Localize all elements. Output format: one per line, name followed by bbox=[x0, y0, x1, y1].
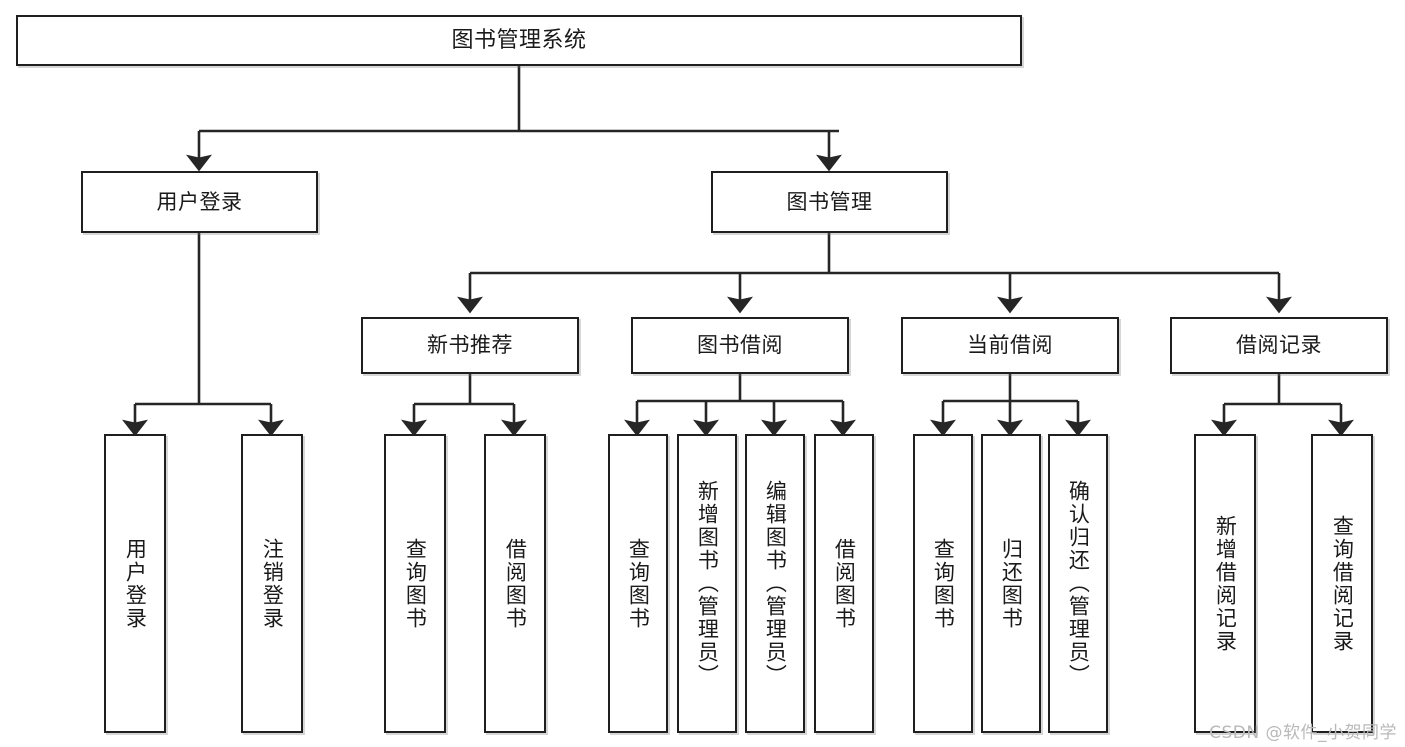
node-label: 查询图书 bbox=[931, 537, 956, 630]
node-root-book-management-system[interactable]: 图书管理系统 bbox=[16, 15, 1022, 66]
node-label: 图书借阅 bbox=[697, 333, 783, 358]
node-label: 确认归还（管理员） bbox=[1066, 480, 1091, 687]
csdn-watermark: CSDN @软件_小贺同学 bbox=[1209, 723, 1397, 743]
node-leaf-borrow-book-1[interactable]: 借阅图书 bbox=[484, 434, 546, 733]
node-new-book-recommend[interactable]: 新书推荐 bbox=[361, 317, 579, 374]
node-label: 图书管理系统 bbox=[451, 27, 587, 53]
node-label: 查询图书 bbox=[626, 537, 651, 630]
node-current-borrow[interactable]: 当前借阅 bbox=[901, 317, 1119, 374]
node-label: 新增借阅记录 bbox=[1213, 514, 1238, 653]
node-book-manage[interactable]: 图书管理 bbox=[711, 171, 948, 233]
node-label: 用户登录 bbox=[156, 189, 243, 214]
node-leaf-query-record[interactable]: 查询借阅记录 bbox=[1311, 434, 1373, 733]
node-leaf-edit-book[interactable]: 编辑图书（管理员） bbox=[745, 434, 805, 733]
node-label: 新书推荐 bbox=[427, 333, 513, 358]
node-leaf-user-login[interactable]: 用户登录 bbox=[104, 434, 166, 733]
node-leaf-add-record[interactable]: 新增借阅记录 bbox=[1194, 434, 1256, 733]
node-label: 当前借阅 bbox=[967, 333, 1053, 358]
node-label: 借阅图书 bbox=[832, 537, 857, 630]
node-label: 借阅记录 bbox=[1236, 333, 1322, 358]
node-label: 图书管理 bbox=[786, 189, 873, 214]
node-leaf-borrow-book-2[interactable]: 借阅图书 bbox=[814, 434, 874, 733]
node-label: 查询图书 bbox=[403, 537, 428, 630]
node-leaf-return-book[interactable]: 归还图书 bbox=[981, 434, 1041, 733]
node-leaf-query-book-1[interactable]: 查询图书 bbox=[384, 434, 446, 733]
node-leaf-user-logout[interactable]: 注销登录 bbox=[241, 434, 303, 733]
node-leaf-query-book-2[interactable]: 查询图书 bbox=[608, 434, 668, 733]
node-label: 归还图书 bbox=[999, 537, 1024, 630]
node-label: 查询借阅记录 bbox=[1330, 514, 1355, 653]
node-leaf-confirm-return[interactable]: 确认归还（管理员） bbox=[1048, 434, 1108, 733]
node-user-login[interactable]: 用户登录 bbox=[81, 171, 318, 233]
node-label: 新增图书（管理员） bbox=[695, 480, 720, 687]
node-leaf-query-book-3[interactable]: 查询图书 bbox=[913, 434, 973, 733]
node-label: 用户登录 bbox=[123, 537, 148, 630]
node-book-borrow[interactable]: 图书借阅 bbox=[631, 317, 849, 374]
node-label: 编辑图书（管理员） bbox=[763, 480, 788, 687]
node-borrow-record[interactable]: 借阅记录 bbox=[1170, 317, 1388, 374]
node-leaf-add-book[interactable]: 新增图书（管理员） bbox=[677, 434, 737, 733]
node-label: 注销登录 bbox=[260, 537, 285, 630]
node-label: 借阅图书 bbox=[503, 537, 528, 630]
